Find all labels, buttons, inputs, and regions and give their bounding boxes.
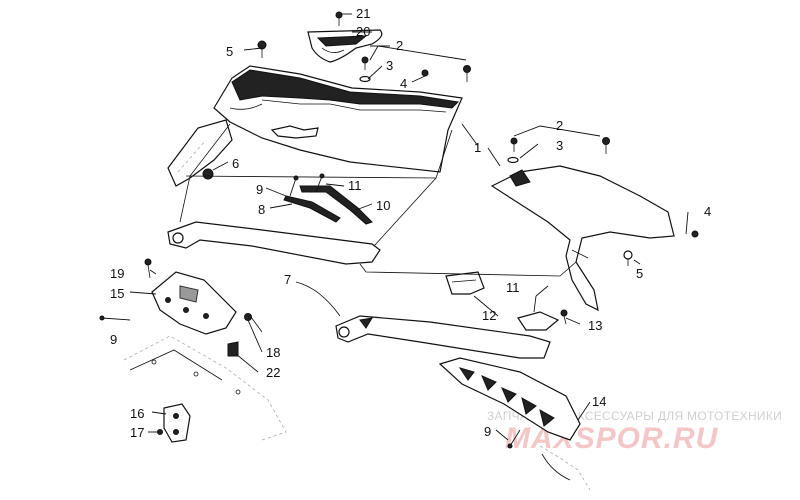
callout-9-upper: 9 [256, 182, 263, 197]
watermark-brand: MAXSPOR.RU [505, 422, 719, 455]
callouts: 21 20 5 2 3 4 1 2 3 6 9 11 8 10 4 5 7 19… [110, 6, 711, 440]
callout-14: 14 [592, 394, 606, 409]
callout-21: 21 [356, 6, 370, 21]
grommet-part-18 [244, 313, 263, 333]
frame-fragment-lower-right [539, 445, 591, 491]
callout-18: 18 [266, 345, 280, 360]
callout-4-right: 4 [704, 204, 711, 219]
callout-2-right: 2 [556, 118, 563, 133]
screw-part-2-right-a [510, 137, 518, 152]
screw-part-2-top-right [463, 65, 471, 82]
console-cover-part-20 [307, 29, 383, 63]
assembly-reference-lines [179, 123, 577, 277]
rail-lower-part-7 [335, 315, 551, 359]
bracket-part-12 [445, 271, 485, 295]
rivet-part-9-upper [289, 175, 299, 197]
leader-lines [129, 13, 689, 441]
washer-part-3-top [359, 75, 371, 83]
screw-part-19 [144, 258, 152, 279]
callout-1: 1 [474, 140, 481, 155]
screw-part-21 [335, 11, 343, 26]
callout-20: 20 [356, 24, 370, 39]
side-fender-left [167, 119, 233, 187]
callout-5-right: 5 [636, 266, 643, 281]
callout-10: 10 [376, 198, 390, 213]
hood-panel-part-1 [213, 65, 463, 173]
clip-part-11-lower [517, 295, 560, 331]
washer-part-3-right [507, 156, 519, 164]
rivet-part-9-lower-right [507, 429, 521, 449]
callout-11-upper: 11 [348, 178, 362, 193]
callout-13: 13 [588, 318, 602, 333]
nut-part-4-right [691, 230, 699, 238]
grommet-part-6 [202, 168, 214, 180]
grate-part-14 [438, 357, 581, 441]
side-panel-right [490, 165, 675, 312]
callout-22: 22 [266, 365, 280, 380]
mount-plate-part-15 [151, 271, 237, 335]
callout-7: 7 [284, 272, 291, 287]
callout-16: 16 [130, 406, 144, 421]
frame-fragment-left [123, 335, 287, 441]
callout-11-lower: 11 [506, 280, 520, 295]
callout-4-top: 4 [400, 76, 407, 91]
callout-6: 6 [232, 156, 239, 171]
nut-part-4-top [421, 69, 429, 77]
screw-part-5-right [623, 250, 633, 266]
strap-part-10 [299, 185, 373, 225]
nut-part-17 [157, 429, 163, 435]
rivet-part-9-left [99, 315, 131, 321]
callout-5-top: 5 [226, 44, 233, 59]
callout-12: 12 [482, 308, 496, 323]
screw-part-2-top-left [361, 56, 369, 70]
callout-3-right: 3 [556, 138, 563, 153]
callout-19: 19 [110, 266, 124, 281]
callout-3-top: 3 [386, 58, 393, 73]
rail-upper-part-7 [167, 221, 381, 265]
screw-part-2-right-b [602, 137, 610, 154]
tether-part-8 [283, 195, 341, 223]
hood-bracket [270, 125, 319, 139]
bracket-part-16 [163, 403, 191, 443]
callout-9-lower: 9 [484, 424, 491, 439]
callout-2-top: 2 [396, 38, 403, 53]
screw-part-13 [560, 309, 568, 325]
screw-part-5-top [257, 40, 267, 58]
callout-17: 17 [130, 425, 144, 440]
callout-15: 15 [110, 286, 124, 301]
callout-9-left: 9 [110, 332, 117, 347]
callout-8: 8 [258, 202, 265, 217]
